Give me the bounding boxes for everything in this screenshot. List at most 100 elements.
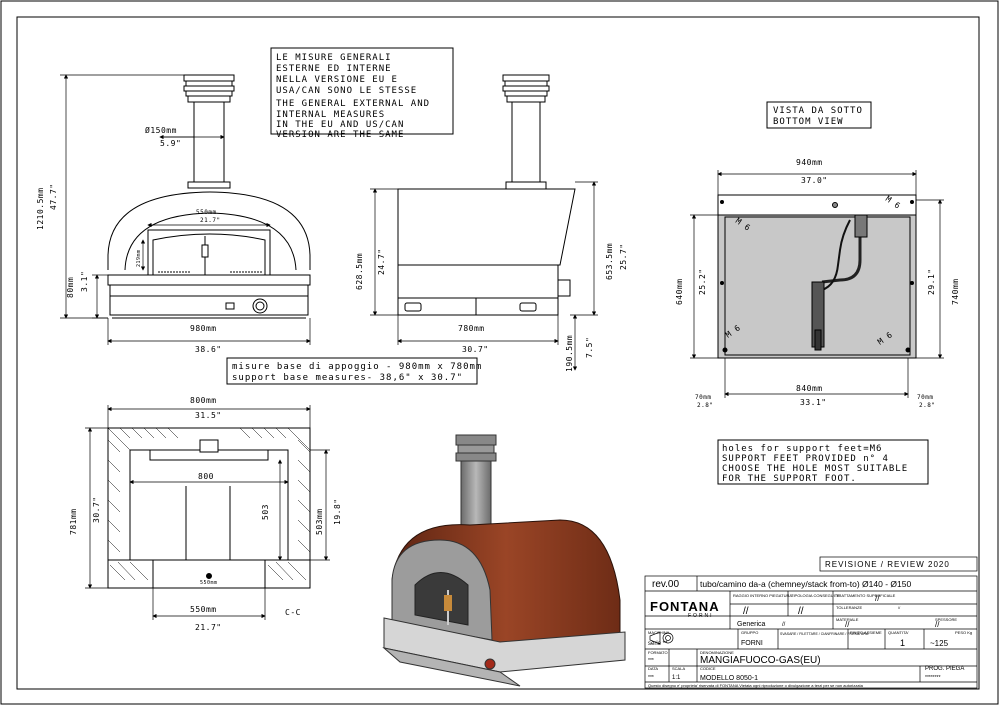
svg-text:550mm: 550mm	[196, 209, 217, 216]
svg-text://: //	[875, 594, 880, 603]
svg-text://: //	[782, 622, 786, 628]
svg-text:Generica: Generica	[737, 621, 766, 628]
inner-frame	[16, 16, 980, 690]
svg-text:misure base di appoggio - 980m: misure base di appoggio - 980mm x 780mm	[232, 362, 482, 372]
svg-text:RAGGIO INTERNO PIEGATURA: RAGGIO INTERNO PIEGATURA	[733, 593, 792, 598]
svg-text:70mm: 70mm	[695, 394, 711, 401]
svg-text:FINITO ASSIEME: FINITO ASSIEME	[850, 630, 882, 635]
svg-text:800mm: 800mm	[190, 396, 217, 405]
svg-text:REVISIONE / REVIEW 2020: REVISIONE / REVIEW 2020	[825, 560, 950, 569]
base-measures-note: misure base di appoggio - 980mm x 780mm …	[226, 357, 482, 385]
bottom-view-title: VISTA DA SOTTO BOTTOM VIEW	[766, 101, 872, 129]
svg-text:NELLA VERSIONE EU E: NELLA VERSIONE EU E	[276, 75, 398, 85]
svg-text:5.9": 5.9"	[160, 139, 181, 148]
svg-text:1210.5mm: 1210.5mm	[36, 187, 45, 230]
svg-text:serie **: serie **	[648, 641, 668, 647]
svg-text:~125: ~125	[930, 639, 949, 648]
svg-text:503: 503	[261, 504, 270, 520]
side-dim-labels: 628.5mm 24.7" 653.5mm 25.7" 780mm 30.7" …	[355, 243, 628, 372]
front-dims	[60, 74, 311, 345]
svg-text://: //	[798, 606, 804, 617]
svg-text:21.7": 21.7"	[200, 217, 221, 224]
oven-3d-render	[382, 434, 626, 687]
svg-text:C-C: C-C	[285, 608, 301, 617]
svg-text:190.5mm: 190.5mm	[565, 335, 574, 372]
svg-text:THE GENERAL EXTERNAL AND: THE GENERAL EXTERNAL AND	[276, 99, 430, 109]
svg-text:INTERNAL MEASURES: INTERNAL MEASURES	[276, 110, 385, 120]
svg-text:DENOMINAZIONE: DENOMINAZIONE	[700, 650, 734, 655]
svg-text:SVASARE / FILETTARE / CIANFRIN: SVASARE / FILETTARE / CIANFRINARE / FRES…	[780, 632, 869, 636]
front-view	[107, 74, 311, 319]
svg-text:628.5mm: 628.5mm	[355, 253, 364, 290]
svg-text:Questo disegno e' proprieta' r: Questo disegno e' proprieta' riservata d…	[648, 683, 864, 688]
svg-text:980mm: 980mm	[190, 324, 217, 333]
svg-text:1: 1	[900, 638, 905, 648]
svg-text:PESO Kg: PESO Kg	[955, 630, 972, 635]
svg-text:***: ***	[648, 658, 654, 664]
svg-text:503mm: 503mm	[315, 508, 324, 535]
svg-text:800: 800	[198, 472, 214, 481]
svg-text://: //	[935, 620, 940, 629]
svg-text:30.7": 30.7"	[462, 345, 489, 354]
svg-text:TIPOLOGIA CONSEGUITA: TIPOLOGIA CONSEGUITA	[791, 593, 840, 598]
svg-text:Ø150mm: Ø150mm	[145, 125, 177, 135]
svg-text:FORNI: FORNI	[688, 613, 714, 619]
svg-text:rev.00: rev.00	[652, 579, 679, 590]
svg-text:2.8": 2.8"	[919, 402, 935, 409]
svg-text:2.8": 2.8"	[697, 402, 713, 409]
svg-text:3.1": 3.1"	[80, 271, 89, 292]
svg-text:21.7": 21.7"	[195, 623, 222, 632]
svg-text:840mm: 840mm	[796, 384, 823, 393]
svg-text:IN THE EU AND US/CAN: IN THE EU AND US/CAN	[276, 120, 404, 130]
svg-text:LE MISURE GENERALI: LE MISURE GENERALI	[276, 53, 392, 63]
svg-text:219mm: 219mm	[136, 249, 142, 267]
svg-text:holes for support feet=M6: holes for support feet=M6	[722, 444, 882, 454]
svg-text:24.7": 24.7"	[377, 248, 386, 275]
svg-text:BOTTOM VIEW: BOTTOM VIEW	[773, 117, 844, 127]
bottom-dims	[690, 170, 944, 398]
section-view	[107, 427, 311, 589]
section-dim-labels: 800mm 31.5" 781mm 30.7" 503mm 19.8" 800 …	[69, 396, 342, 632]
svg-text:1:1: 1:1	[672, 675, 681, 681]
svg-text:550mm: 550mm	[190, 605, 217, 614]
support-feet-note: holes for support feet=M6 SUPPORT FEET P…	[717, 439, 929, 485]
svg-text:SPESSORE: SPESSORE	[935, 617, 957, 622]
svg-text:29.1": 29.1"	[927, 268, 936, 295]
side-view	[397, 74, 576, 316]
svg-text:FORMATO: FORMATO	[648, 650, 668, 655]
svg-text:MODELLO 8050-1: MODELLO 8050-1	[700, 675, 758, 682]
projection-symbol-icon	[649, 631, 674, 645]
svg-text:PROG. PIEGA: PROG. PIEGA	[925, 666, 964, 672]
bottom-view	[717, 194, 917, 359]
svg-text:CODICE: CODICE	[700, 666, 716, 671]
svg-text:653.5mm: 653.5mm	[605, 243, 614, 280]
svg-text:SUPPORT FEET PROVIDED n° 4: SUPPORT FEET PROVIDED n° 4	[722, 454, 889, 464]
svg-text:FONTANA: FONTANA	[650, 599, 720, 614]
svg-text:780mm: 780mm	[458, 324, 485, 333]
svg-text:38.6": 38.6"	[195, 345, 222, 354]
svg-text:550mm: 550mm	[200, 580, 218, 586]
title-block-text: REVISIONE / REVIEW 2020 rev.00 tubo/cami…	[648, 560, 972, 688]
svg-text:tubo/camino da-a (chemney/stac: tubo/camino da-a (chemney/stack from-to)…	[700, 579, 911, 589]
svg-text:SCALA: SCALA	[672, 666, 685, 671]
svg-text:ESTERNE ED INTERNE: ESTERNE ED INTERNE	[276, 64, 392, 74]
svg-text:********: ********	[925, 675, 941, 681]
svg-text://: //	[743, 606, 749, 617]
svg-text:TRATTAMENTO SUPERFICIALE: TRATTAMENTO SUPERFICIALE	[836, 593, 896, 598]
svg-text:80mm: 80mm	[66, 277, 75, 298]
svg-text:USA/CAN SONO LE STESSE: USA/CAN SONO LE STESSE	[276, 86, 417, 96]
svg-text:781mm: 781mm	[69, 508, 78, 535]
svg-text:25.2": 25.2"	[698, 268, 707, 295]
svg-text:MANGIAFUOCO-GAS(EU): MANGIAFUOCO-GAS(EU)	[700, 655, 821, 666]
svg-text:940mm: 940mm	[796, 158, 823, 167]
svg-text:740mm: 740mm	[951, 278, 960, 305]
svg-text:VISTA DA SOTTO: VISTA DA SOTTO	[773, 106, 863, 116]
svg-text:support base measures- 38,6" x: support base measures- 38,6" x 30.7"	[232, 373, 463, 383]
front-dim-labels: Ø150mm 5.9" 1210.5mm 47.7" 80mm 3.1" 980…	[36, 125, 222, 354]
svg-text:70mm: 70mm	[917, 394, 933, 401]
svg-text:640mm: 640mm	[675, 278, 684, 305]
svg-text:DATA: DATA	[648, 666, 658, 671]
svg-text:MATERIALE: MATERIALE	[836, 617, 859, 622]
